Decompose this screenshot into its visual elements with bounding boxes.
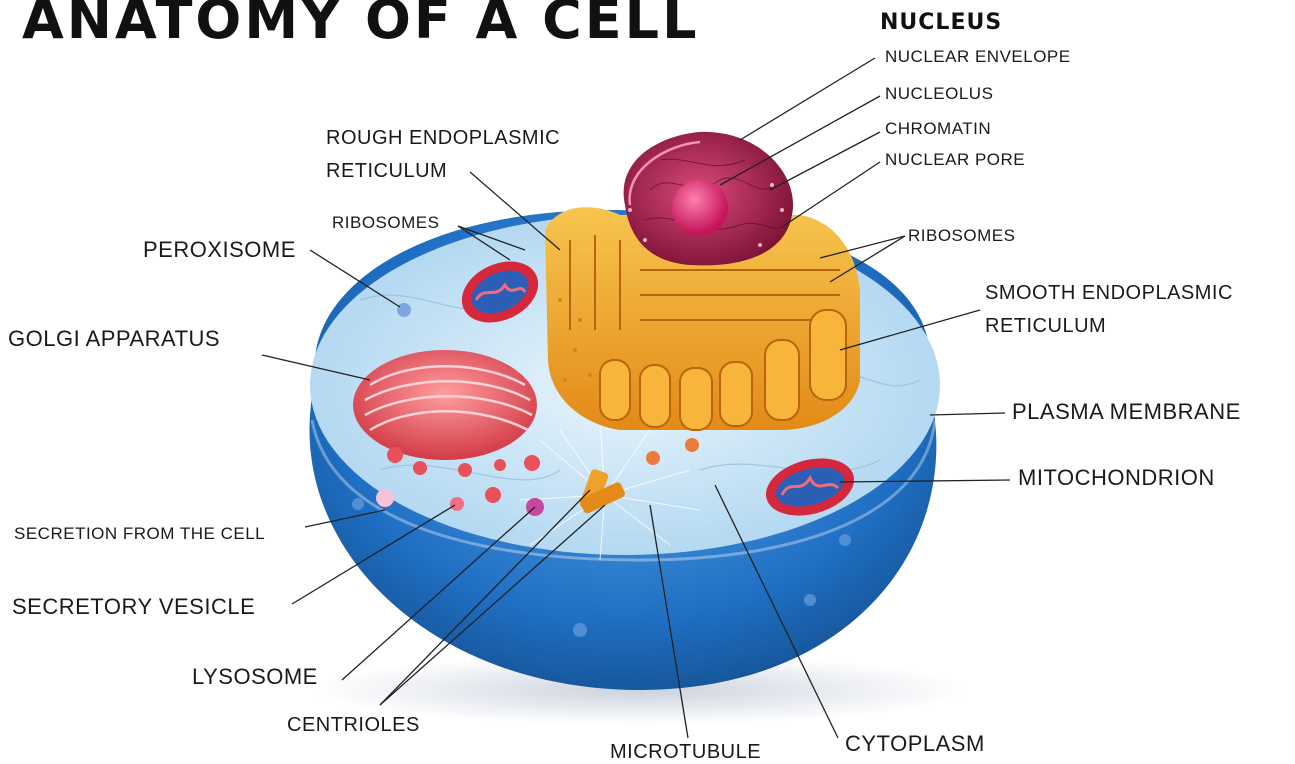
label-rough-er-line1: ROUGH ENDOPLASMIC bbox=[326, 127, 560, 150]
label-ribosomes-left: RIBOSOMES bbox=[332, 213, 439, 233]
label-lysosome: LYSOSOME bbox=[192, 664, 318, 690]
label-peroxisome: PEROXISOME bbox=[143, 237, 296, 263]
page-title: ANATOMY OF A CELL bbox=[22, 0, 699, 51]
label-smooth-er-line2: RETICULUM bbox=[985, 315, 1106, 338]
label-nuclear-pore: NUCLEAR PORE bbox=[885, 150, 1025, 170]
label-rough-er-line2: RETICULUM bbox=[326, 160, 447, 183]
label-centrioles: CENTRIOLES bbox=[287, 714, 420, 737]
label-nucleus: NUCLEUS bbox=[880, 10, 1002, 35]
label-nucleolus: NUCLEOLUS bbox=[885, 84, 993, 104]
label-secretion: SECRETION FROM THE CELL bbox=[14, 524, 265, 544]
label-ribosomes-right: RIBOSOMES bbox=[908, 226, 1015, 246]
label-mitochondrion: MITOCHONDRION bbox=[1018, 465, 1215, 491]
label-microtubule: MICROTUBULE bbox=[610, 741, 761, 764]
nucleus-shape bbox=[624, 132, 793, 265]
label-chromatin: CHROMATIN bbox=[885, 119, 991, 139]
label-smooth-er-line1: SMOOTH ENDOPLASMIC bbox=[985, 282, 1233, 305]
label-golgi-apparatus: GOLGI APPARATUS bbox=[8, 326, 220, 352]
label-secretory-vesicle: SECRETORY VESICLE bbox=[12, 594, 255, 620]
label-nuclear-envelope: NUCLEAR ENVELOPE bbox=[885, 47, 1071, 67]
label-cytoplasm: CYTOPLASM bbox=[845, 731, 985, 757]
label-plasma-membrane: PLASMA MEMBRANE bbox=[1012, 399, 1241, 425]
